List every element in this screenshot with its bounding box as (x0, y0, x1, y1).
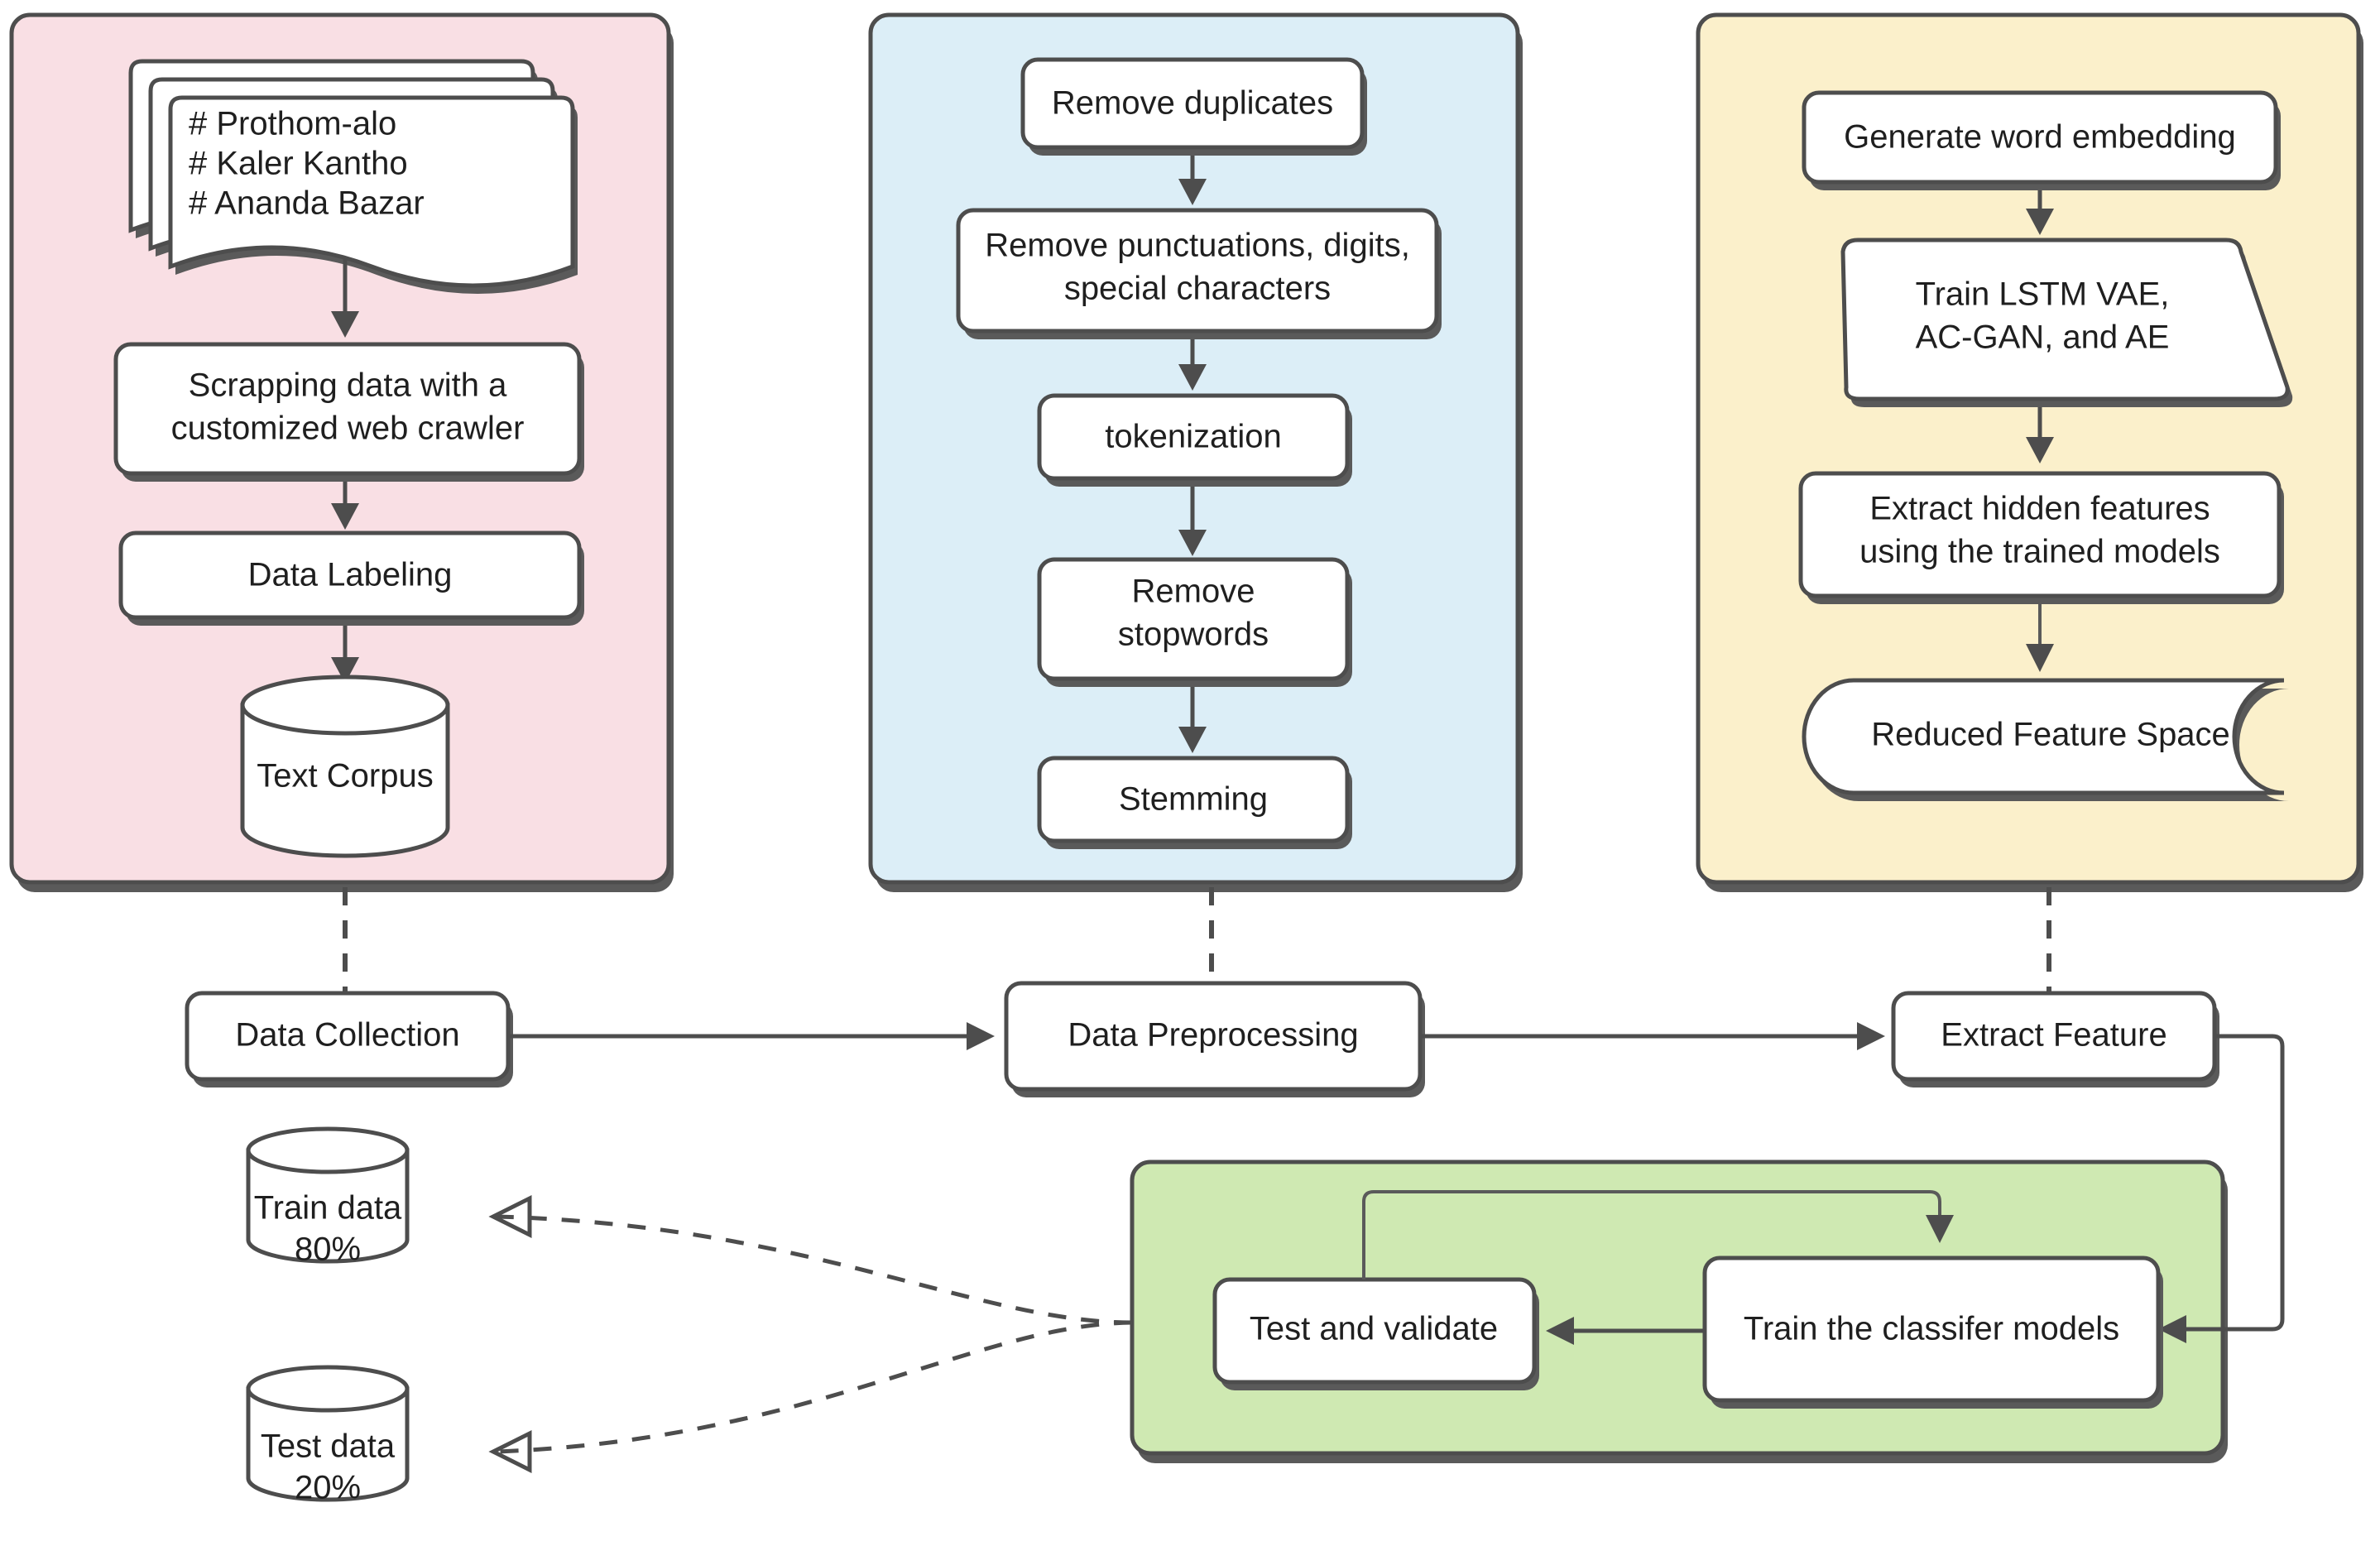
train-data-label-line2: 80% (295, 1232, 361, 1268)
text-corpus-label: Text Corpus (257, 758, 433, 795)
edge-train-models-to-extract-hidden (2026, 407, 2054, 463)
stemming-node: Stemming (1037, 756, 1352, 849)
edge-extract-hidden-to-reduced-space (2026, 604, 2054, 672)
data-collection-label: Data Collection (235, 1017, 459, 1054)
edge-extract-feature-to-train-classifier (2158, 1034, 2285, 1343)
edge-tokenization-to-stopwords (1178, 487, 1207, 556)
extract-hidden-label-line2: using the trained models (1859, 534, 2220, 570)
test-and-validate-node: Test and validate (1212, 1277, 1539, 1390)
tokenization-label: tokenization (1105, 419, 1281, 455)
remove-duplicates-label: Remove duplicates (1052, 85, 1333, 122)
remove-punctuation-label-line2: special characters (1064, 271, 1331, 307)
edge-test-validate-feedback-loop (1362, 1190, 1954, 1280)
edge-collection-to-preprocessing (510, 1022, 995, 1050)
source-line-2: # Kaler Kantho (189, 146, 408, 182)
edge-embedding-to-train-models (2026, 190, 2054, 235)
edge-punct-to-tokenization (1178, 339, 1207, 391)
text-corpus-node: Text Corpus (240, 675, 450, 858)
word-embedding-node: Generate word embedding (1802, 90, 2281, 190)
extract-hidden-label-line1: Extract hidden features (1869, 491, 2210, 527)
remove-duplicates-node: Remove duplicates (1020, 57, 1367, 156)
test-data-label-line1: Test data (261, 1428, 396, 1465)
edge-preprocessing-to-extract-feature (1422, 1022, 1885, 1050)
remove-stopwords-label-line1: Remove (1132, 574, 1255, 610)
train-classifier-label: Train the classifer models (1744, 1311, 2119, 1347)
train-generative-models-node: Train LSTM VAE, AC-GAN, and AE (1840, 238, 2293, 407)
test-data-label-line2: 20% (295, 1470, 361, 1506)
train-data-label-line1: Train data (254, 1190, 402, 1227)
data-labeling-node: Data Labeling (118, 531, 584, 626)
edge-stopwords-to-stemming (1178, 687, 1207, 753)
train-data-node: Train data 80% (246, 1126, 410, 1268)
test-and-validate-label: Test and validate (1250, 1311, 1498, 1347)
data-collection-node: Data Collection (185, 991, 513, 1087)
scraping-label-line2: customized web crawler (171, 411, 525, 447)
train-generative-models-label-line2: AC-GAN, and AE (1916, 319, 2170, 356)
extract-feature-label: Extract Feature (1941, 1017, 2166, 1054)
data-preprocessing-label: Data Preprocessing (1068, 1017, 1358, 1054)
news-sources-document-stack: # Prothom-alo # Kaler Kantho # Ananda Ba… (128, 59, 578, 294)
edge-split-to-test-data (488, 1320, 1133, 1474)
edge-sources-to-scraping (331, 258, 359, 338)
tokenization-node: tokenization (1037, 393, 1352, 487)
word-embedding-label: Generate word embedding (1844, 119, 2236, 156)
edge-scraping-to-labeling (331, 482, 359, 530)
reduced-feature-space-node: Reduced Feature Space (1802, 678, 2289, 801)
remove-punctuation-node: Remove punctuations, digits, special cha… (956, 208, 1442, 339)
data-labeling-label: Data Labeling (248, 557, 453, 593)
remove-punctuation-label-line1: Remove punctuations, digits, (985, 228, 1410, 264)
edge-train-classifier-to-test-validate (1546, 1317, 1705, 1345)
stemming-label: Stemming (1119, 781, 1268, 818)
remove-stopwords-node: Remove stopwords (1037, 557, 1352, 687)
edge-labeling-to-corpus (331, 626, 359, 684)
train-generative-models-label-line1: Train LSTM VAE, (1916, 276, 2170, 313)
scraping-node: Scrapping data with a customized web cra… (113, 342, 584, 482)
edge-split-to-train-data (488, 1194, 1133, 1325)
source-line-1: # Prothom-alo (189, 106, 396, 142)
remove-stopwords-label-line2: stopwords (1118, 617, 1269, 653)
train-classifier-node: Train the classifer models (1702, 1256, 2163, 1409)
extract-hidden-features-node: Extract hidden features using the traine… (1798, 471, 2284, 604)
edge-duplicates-to-punct (1178, 156, 1207, 205)
scraping-label-line1: Scrapping data with a (189, 367, 507, 404)
test-data-node: Test data 20% (246, 1365, 410, 1506)
source-line-3: # Ananda Bazar (189, 185, 425, 222)
reduced-feature-space-label: Reduced Feature Space (1871, 717, 2230, 753)
data-preprocessing-node: Data Preprocessing (1004, 981, 1425, 1097)
extract-feature-node: Extract Feature (1891, 991, 2219, 1087)
